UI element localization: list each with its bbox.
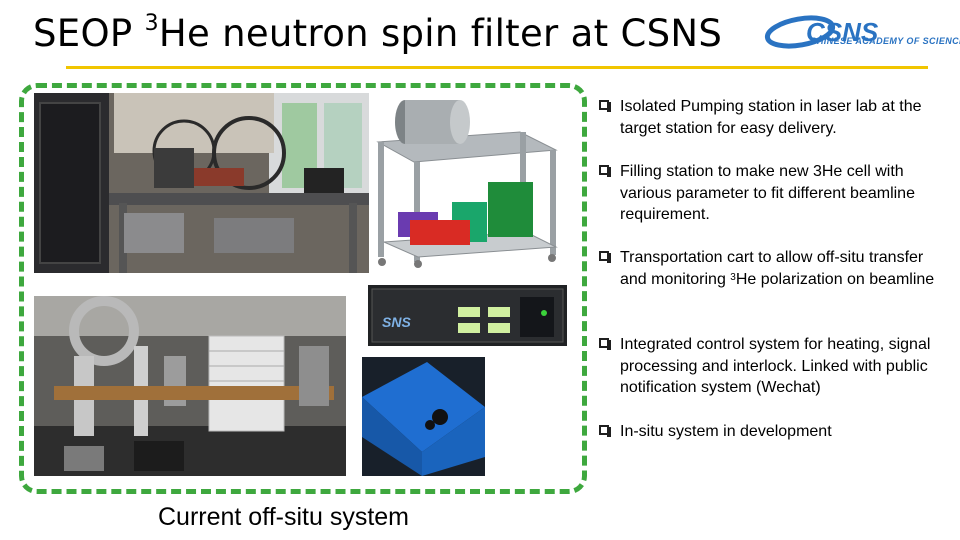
logo-wordmark: CSNS bbox=[806, 17, 879, 47]
off-situ-system-frame bbox=[19, 83, 587, 494]
checkbox-bullet-icon bbox=[599, 100, 611, 112]
list-item: Integrated control system for heating, s… bbox=[599, 334, 950, 399]
csns-logo: CSNS bbox=[764, 15, 879, 49]
title-superscript: 3 bbox=[144, 11, 159, 36]
list-item: Transportation cart to allow off-situ tr… bbox=[599, 247, 950, 290]
checkbox-bullet-icon bbox=[599, 251, 611, 263]
filling-station-photo bbox=[34, 296, 346, 476]
title-underline bbox=[66, 66, 928, 69]
checkbox-bullet-icon bbox=[599, 338, 611, 350]
page-title: SEOP 3He neutron spin filter at CSNS bbox=[33, 11, 723, 55]
logo-subtitle: CHINESE ACADEMY OF SCIENCES bbox=[810, 36, 960, 46]
transport-cart-rendering bbox=[370, 92, 562, 268]
controller-front-panel-photo: SNS bbox=[368, 285, 567, 346]
pumping-station-photo bbox=[34, 93, 369, 273]
checkbox-bullet-icon bbox=[599, 425, 611, 437]
panel-logo: SNS bbox=[382, 314, 411, 330]
list-item: In-situ system in development bbox=[599, 421, 950, 443]
checkbox-bullet-icon bbox=[599, 165, 611, 177]
blue-enclosure-photo bbox=[362, 357, 485, 476]
off-situ-caption: Current off-situ system bbox=[158, 503, 410, 531]
list-item: Filling station to make new 3He cell wit… bbox=[599, 161, 950, 226]
list-item: Isolated Pumping station in laser lab at… bbox=[599, 96, 950, 139]
